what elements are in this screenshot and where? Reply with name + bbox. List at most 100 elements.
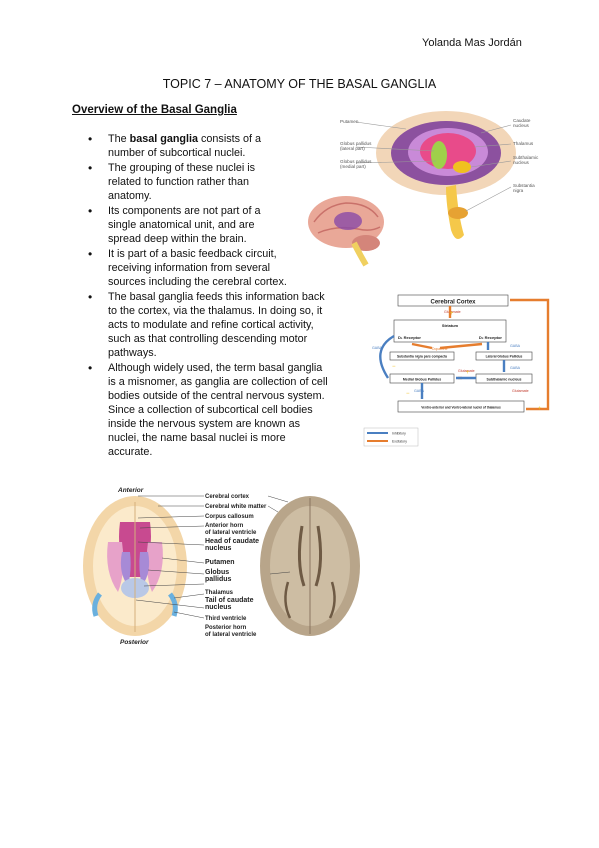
stn-label: Subthalamic nucleus [486,378,521,382]
legend-box [363,427,419,447]
basal-ganglia-brain-figure: Putamen Globus pallidus (lateral part) G… [308,111,539,267]
bullet-text: single anatomical unit, and are [108,219,255,231]
striatum-box [393,319,507,343]
bullet-item: Although widely used, the term basal gan… [88,361,328,459]
bullet-text: It is part of a basic feedback circuit, [108,248,277,260]
putamen-shape-section [107,542,124,592]
striatum-label: Striatum [442,323,459,328]
label-substantia-nigra: nigra [513,188,524,193]
brain-section-figure: Anterior Posterior Cerebral cortex Cereb… [83,487,360,646]
bullet-text: is a misnomer, as ganglia are collection… [108,376,328,388]
bullet-text: to the cortex, via the thalamus. In doin… [108,305,323,317]
label-tail-of-caudate: Tail of caudate [205,597,254,604]
globus-pallidus-shape-section [120,552,131,586]
substantia-nigra-shape [448,207,468,219]
globus-pallidus-shape [431,141,447,169]
gaba-left-label: GABA [372,346,383,350]
label-head-of-caudate: Head of caudate [205,538,259,545]
bullet-item: It is part of a basic feedback circuit, … [88,247,328,289]
gpi-label: Medial Globus Pallidus [403,378,441,382]
anterior-label: Anterior [117,487,144,494]
bullet-text: anatomy. [108,190,152,202]
label-globus: Globus [205,569,229,576]
cortex-label: Cerebral Cortex [430,300,476,306]
svg-text:−: − [406,391,410,397]
bullet-text: such as that controlling descending moto… [108,333,308,345]
label-putamen-section: Putamen [205,559,235,566]
bullet-text: accurate. [108,446,153,458]
label-putamen: Putamen [340,119,359,124]
bullet-text: sources including the cerebral cortex. [108,276,287,288]
bullet-text: consists of a [198,133,262,145]
label-globus-pallidus-lateral: Globus pallidus [340,141,372,146]
label-third-ventricle: Third ventricle [205,616,247,622]
bullet-item: Its components are not part of a single … [88,204,328,246]
basal-ganglia-circuit-diagram: Cerebral Cortex Striatum D₁ Receptor D₂ … [363,294,550,447]
bullet-text: acts to modulate and refine cortical act… [108,319,314,331]
bullet-text: related to function rather than [108,176,250,188]
gaba-right-label: GABA [510,344,521,348]
section-heading: Overview of the Basal Ganglia [72,104,237,116]
dopamine-label: Dopamine [432,347,448,351]
bullet-text: spread deep within the brain. [108,233,247,245]
bullet-text: The grouping of these nuclei is [108,162,256,174]
label-subthalamic-nucleus: nucleus [513,160,530,165]
bullet-text: inside the nervous system are known as [108,418,301,430]
bullet-text: nuclei, the name basal nuclei is more [108,432,286,444]
thalamus-label: Ventro-anterior and Ventro-lateral nucle… [421,406,501,410]
svg-text:−: − [392,364,396,370]
label-subthalamic: Subthalamic [513,155,539,160]
bullet-text: The [108,133,130,145]
d1-label: D₁ Receptor [398,335,421,340]
bullet-text: The basal ganglia feeds this information… [108,291,325,303]
svg-text:+: + [450,311,454,317]
author-name: Yolanda Mas Jordán [422,37,522,49]
label-cerebral-cortex: Cerebral cortex [205,494,250,500]
glutamate-mid-label: Glutamate [458,369,475,373]
label-posterior-horn-2: of lateral ventricle [205,632,257,638]
label-globus-pallidus-medial-part: (medial part) [340,164,366,169]
label-corpus-callosum: Corpus callosum [205,514,254,520]
bullet-item: The basal ganglia consists of a number o… [88,132,328,160]
snc-box [389,351,455,361]
page-title: TOPIC 7 – ANATOMY OF THE BASAL GANGLIA [162,77,437,91]
bullet-text: number of subcortical nuclei. [108,147,246,159]
bullet-text: Its components are not part of a [108,205,261,217]
gaba-bottom-label: GABA [414,389,425,393]
bullet-item: The grouping of these nuclei is related … [88,161,328,203]
bullet-text: bodies outside of the central nervous sy… [108,390,325,402]
legend-excitatory-label: Excitatory [392,440,407,444]
bullet-text: pathways. [108,347,157,359]
label-thalamus-section: Thalamus [205,590,234,596]
subthalamic-shape [453,161,471,173]
label-caudate-nucleus: nucleus [513,123,530,128]
label-globus-pallidus-lateral-part: (lateral part) [340,146,365,151]
svg-text:+: + [538,406,542,412]
label-caudate: Caudate [513,118,531,123]
bullet-item: The basal ganglia feeds this information… [88,290,328,360]
bullet-list: The basal ganglia consists of a number o… [88,132,328,460]
svg-text:+: + [466,370,470,376]
thalamus-box [397,400,525,413]
cortex-box [397,294,509,307]
label-anterior-horn-2: of lateral ventricle [205,530,257,536]
bullet-text: receiving information from several [108,262,271,274]
gpe-label: Lateral Globus Pallidus [486,355,523,359]
bullet-text: Although widely used, the term basal gan… [108,362,323,374]
label-anterior-horn: Anterior horn [205,523,244,529]
label-head-of-caudate-2: nucleus [205,545,232,552]
label-globus-pallidus-medial: Globus pallidus [340,159,372,164]
label-posterior-horn: Posterior horn [205,625,247,631]
snc-label: Substantia nigra pars compacta [397,355,447,359]
label-pallidus: pallidus [205,576,232,583]
label-thalamus: Thalamus [513,141,534,146]
bullet-text: Since a collection of subcortical cell b… [108,404,313,416]
label-cerebral-white-matter: Cerebral white matter [205,504,267,510]
d2-label: D₂ Receptor [479,335,503,340]
gaba-mid-label: GABA [510,366,521,370]
legend-inhibitory-label: Inhibitory [392,432,406,436]
label-tail-of-caudate-2: nucleus [205,604,232,611]
bold-term: basal ganglia [129,133,199,145]
glutamate-right-label: Glutamate [512,389,529,393]
glutamate-top-label: Glutamate [444,310,461,314]
